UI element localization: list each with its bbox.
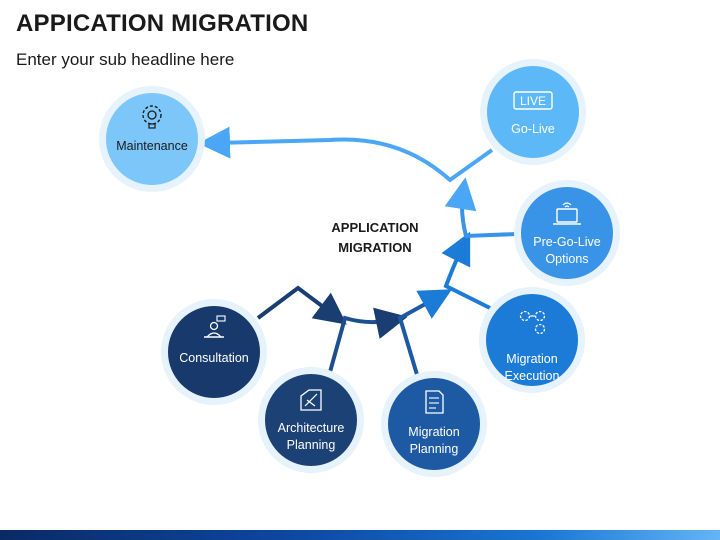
center-label-line1: APPLICATION: [331, 220, 418, 235]
node-circle: [486, 294, 578, 386]
document-icon: [425, 390, 444, 414]
arrow-consultation: [256, 285, 347, 325]
node-circle: [168, 306, 260, 398]
arrow-architecture: [328, 307, 408, 373]
gear-bulb-icon: [142, 105, 162, 129]
svg-text:LIVE: LIVE: [520, 94, 546, 108]
node-prego-label-line2: Options: [545, 252, 588, 266]
node-planning: Migration Planning: [381, 371, 487, 477]
blueprint-icon: [300, 389, 322, 411]
node-architecture-label-line1: Architecture: [278, 421, 345, 435]
arrow-golive: [198, 126, 494, 183]
node-execution-label-line1: Migration: [506, 352, 557, 366]
node-architecture-label-line2: Planning: [287, 438, 336, 452]
arrow-planning: [397, 289, 453, 379]
node-golive-label: Go-Live: [511, 122, 555, 136]
node-maintenance: Maintenance: [99, 86, 205, 192]
node-circle: [106, 93, 198, 185]
node-maintenance-label: Maintenance: [116, 139, 188, 153]
node-prego-label-line1: Pre-Go-Live: [533, 235, 600, 249]
node-architecture: Architecture Planning: [258, 367, 364, 473]
node-circle: [521, 187, 613, 279]
page-title: APPICATION MIGRATION: [16, 10, 309, 37]
node-circle: [388, 378, 480, 470]
node-planning-label-line1: Migration: [408, 425, 459, 439]
flow-connectors: [198, 126, 518, 379]
node-circle: [487, 66, 579, 158]
node-circle: [265, 374, 357, 466]
page-subtitle: Enter your sub headline here: [16, 50, 235, 69]
presenter-icon: [204, 315, 226, 338]
arrow-execution: [441, 231, 499, 314]
center-label-line2: MIGRATION: [338, 240, 411, 255]
node-execution: Migration Execution: [479, 287, 585, 393]
node-prego: Pre-Go-Live Options: [514, 180, 620, 286]
gears-icon: [519, 310, 546, 335]
laptop-wifi-icon: [553, 202, 581, 225]
arrow-prego: [444, 177, 518, 239]
node-execution-label-line2: Execution: [505, 369, 560, 383]
footer-accent-bar: [0, 530, 720, 540]
node-planning-label-line2: Planning: [410, 442, 459, 456]
live-sign-icon: LIVE: [513, 91, 553, 110]
node-consultation-label: Consultation: [179, 351, 249, 365]
node-consultation: Consultation: [161, 299, 267, 405]
node-golive: LIVE Go-Live: [480, 59, 586, 165]
